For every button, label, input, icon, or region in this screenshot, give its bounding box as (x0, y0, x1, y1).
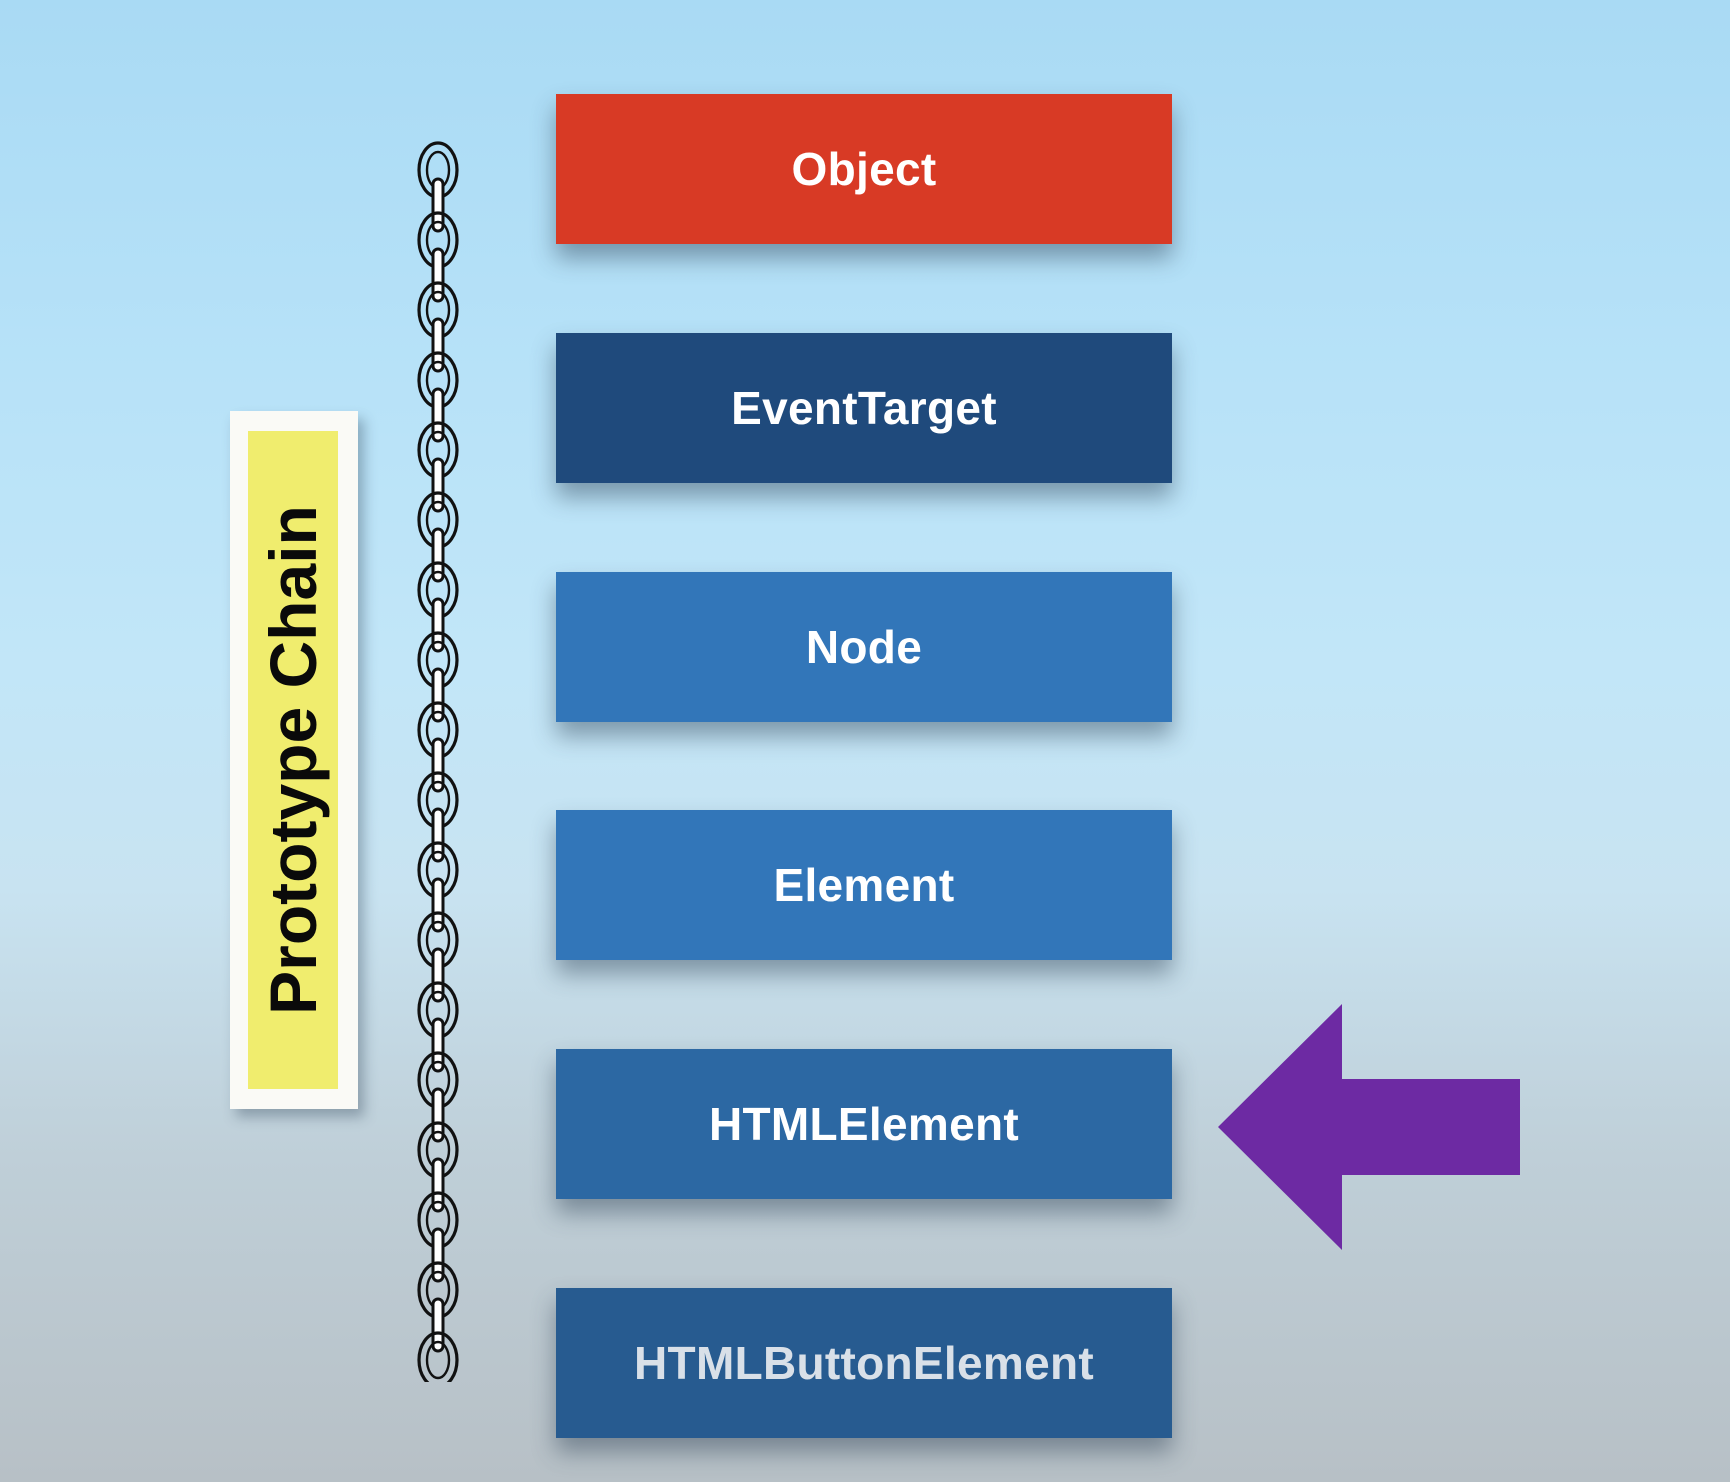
left-arrow-icon (1218, 1004, 1520, 1250)
chain-link-side (431, 947, 445, 1003)
chain-link-side (431, 457, 445, 513)
chain-link-side (431, 1017, 445, 1073)
chain-link-side (431, 1087, 445, 1143)
chain-link-side (431, 1297, 445, 1353)
chain-link-inner (425, 1340, 451, 1380)
chain-link-side (431, 387, 445, 443)
node-html-element-label: HTMLElement (709, 1098, 1019, 1150)
prototype-chain-label: Prototype Chain (256, 505, 330, 1015)
prototype-chain-label-card: Prototype Chain (230, 411, 358, 1109)
chain-links-icon (417, 141, 459, 1382)
node-node-label: Node (805, 621, 923, 673)
chain-link-side (431, 317, 445, 373)
chain-link-side (431, 1227, 445, 1283)
chain-link-side (431, 667, 445, 723)
node-element-label: Element (773, 859, 955, 911)
prototype-chain-label-background: Prototype Chain (248, 431, 338, 1089)
node-event-target-label: EventTarget (731, 382, 997, 434)
chain-link-side (431, 597, 445, 653)
node-html-element: HTMLElement (556, 1049, 1172, 1199)
node-object: Object (556, 94, 1172, 244)
chain-link-side (431, 1157, 445, 1213)
chain-link-side (431, 247, 445, 303)
node-object-label: Object (791, 143, 937, 195)
chain-link-side (431, 807, 445, 863)
chain-link-side (431, 737, 445, 793)
chain-link-side (431, 527, 445, 583)
chain-link-side (431, 177, 445, 233)
node-html-button-element: HTMLButtonElement (556, 1288, 1172, 1438)
node-node: Node (556, 572, 1172, 722)
node-element: Element (556, 810, 1172, 960)
node-event-target: EventTarget (556, 333, 1172, 483)
node-html-button-element-label: HTMLButtonElement (634, 1337, 1094, 1389)
left-arrow-shape (1218, 1004, 1520, 1250)
chain-link (417, 1331, 459, 1382)
chain-link-side (431, 877, 445, 933)
